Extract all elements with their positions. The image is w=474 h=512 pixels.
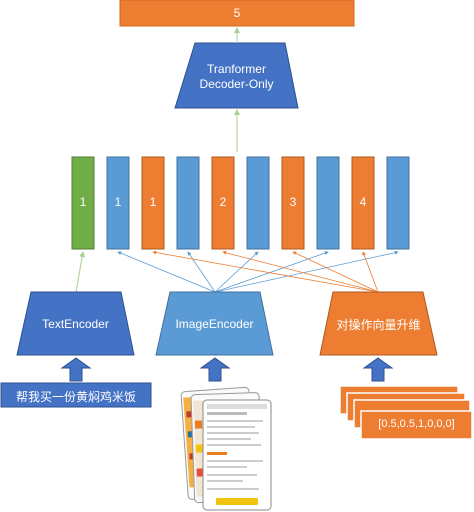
output-box [119,0,355,27]
token-label-9: 4 [359,195,367,209]
token-label-3: 1 [149,195,157,209]
token-label-7: 3 [289,195,297,209]
image-encoder-block [155,291,274,356]
token-label-1: 1 [79,195,87,209]
token-bar-2 [106,156,130,250]
text-input-label: 帮我买一份黄焖鸡米饭 [15,390,136,404]
token-bar-9 [351,156,375,250]
up-arrow-action [362,357,394,382]
text-encoder-label: TextEncoder [42,317,109,331]
token-bar-7 [281,156,305,250]
token-label-5: 2 [219,195,227,209]
decoder-label-line2: Decoder-Only [199,77,274,91]
text-input-box [0,382,152,408]
action-encoder-label: 对操作向量升维 [336,318,421,332]
up-arrow-text [60,357,92,382]
token-bar-3 [141,156,165,250]
decoder-label-line1: Tranformer [207,62,266,76]
token-label-2: 1 [114,195,122,209]
decoder-label: Tranformer Decoder-Only [175,62,298,92]
token-bar-8 [316,156,340,250]
image-encoder-connections [117,250,399,293]
image-encoder-label: ImageEncoder [175,317,254,331]
action-vector-box [360,410,473,440]
token-bar-5 [211,156,235,250]
decoder-block [174,42,299,109]
token-bar-1 [71,156,95,250]
up-arrow-image [199,357,231,382]
token-bar-6 [246,156,270,250]
token-bar-10 [386,156,410,250]
phone-screenshot-stack [180,386,272,511]
action-vector-label: [0.5,0.5,1,0,0,0] [378,418,455,430]
action-encoder-block [319,291,438,356]
token-bar-4 [176,156,200,250]
arrow-text-to-token-1 [75,251,86,293]
text-encoder-block [16,291,135,356]
output-label: 5 [233,6,241,20]
action-encoder-connections [152,250,379,293]
